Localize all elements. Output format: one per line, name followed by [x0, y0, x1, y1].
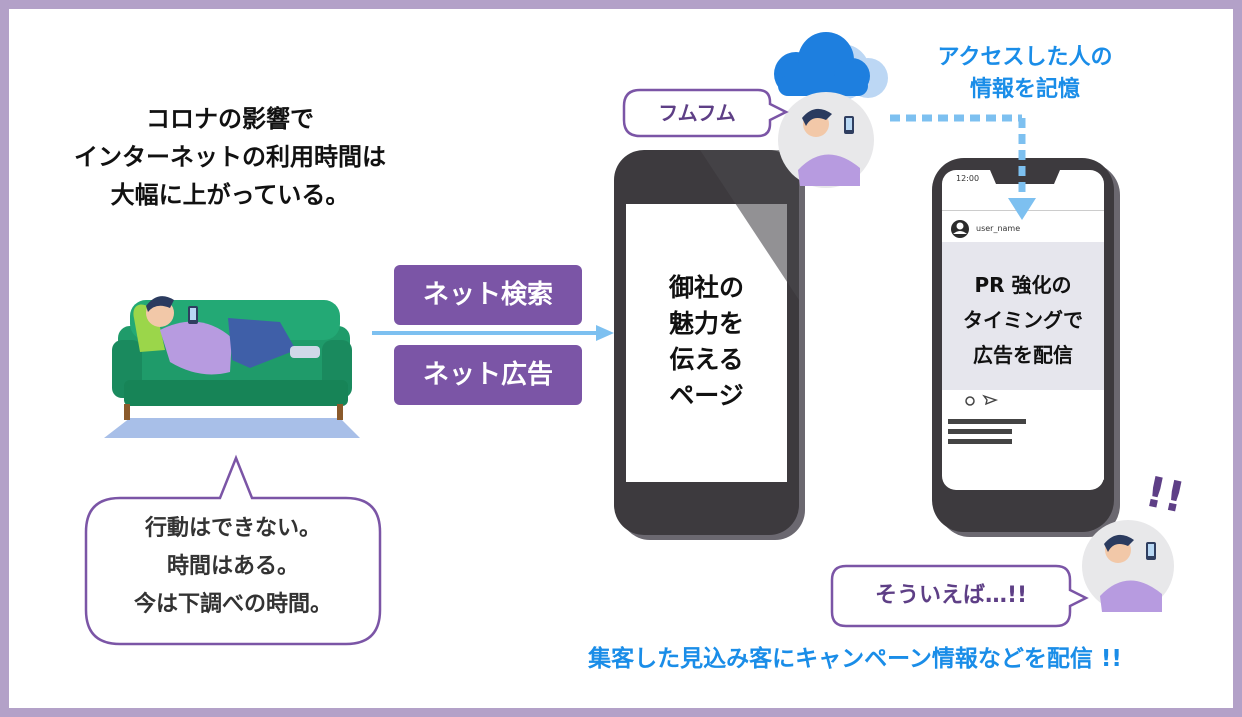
- bubble-left-line-1: 行動はできない。: [144, 516, 321, 541]
- post-username: user_name: [976, 224, 1021, 233]
- cloud-icon: [774, 32, 888, 100]
- phone-left: [614, 150, 805, 540]
- headline-line-2: インターネットの利用時間は: [74, 143, 386, 171]
- phone-left-line-3: 伝える: [669, 345, 744, 374]
- bubble-left-text: 行動はできない。 時間はある。 今は下調べの時間。: [86, 510, 380, 624]
- phone-right: [932, 158, 1120, 537]
- phone-right-line-2: タイミングで: [963, 308, 1083, 332]
- status-time: 12:00: [956, 174, 980, 183]
- person-on-sofa-illustration: [104, 296, 360, 438]
- speech-bubble-left: [84, 454, 382, 646]
- channel-search: ネット検索: [394, 265, 582, 325]
- headline-line-3: 大幅に上がっている。: [110, 181, 350, 209]
- bubble-left-line-2: 時間はある。: [166, 554, 299, 579]
- phone-left-line-1: 御社の: [668, 273, 744, 302]
- phone-right-text: PR 強化の タイミングで 広告を配信: [942, 268, 1104, 373]
- access-note-line-2: 情報を記憶: [969, 77, 1080, 102]
- phone-right-line-3: 広告を配信: [973, 343, 1073, 367]
- phone-left-line-4: ページ: [669, 381, 744, 410]
- phone-left-line-2: 魅力を: [668, 309, 744, 338]
- bubble-humu-text: フムフム: [658, 101, 736, 125]
- dotted-arrow: [890, 114, 1036, 220]
- channel-ads: ネット広告: [394, 345, 582, 405]
- send-icon: [982, 394, 999, 406]
- access-note-line-1: アクセスした人の: [937, 45, 1113, 70]
- phone-right-line-1: PR 強化の: [974, 273, 1072, 297]
- bubble-souieba-text: そういえば…!!: [874, 583, 1028, 608]
- headline-line-1: コロナの影響で: [146, 105, 314, 133]
- speech-bubble-humu: [622, 88, 789, 138]
- footer-caption: 集客した見込み客にキャンペーン情報などを配信 !!: [588, 646, 1122, 672]
- phone-left-text: 御社の 魅力を 伝える ページ: [626, 270, 787, 414]
- bubble-left-line-3: 今は下調べの時間。: [133, 592, 332, 617]
- avatar-top: [778, 92, 874, 188]
- access-note: アクセスした人の 情報を記憶: [905, 42, 1145, 106]
- search-icon: [965, 396, 975, 406]
- headline: コロナの影響で インターネットの利用時間は 大幅に上がっている。: [40, 100, 420, 214]
- flow-arrow: [372, 325, 614, 341]
- avatar-bottom: [1082, 520, 1174, 612]
- speech-bubble-souieba: [830, 564, 1089, 628]
